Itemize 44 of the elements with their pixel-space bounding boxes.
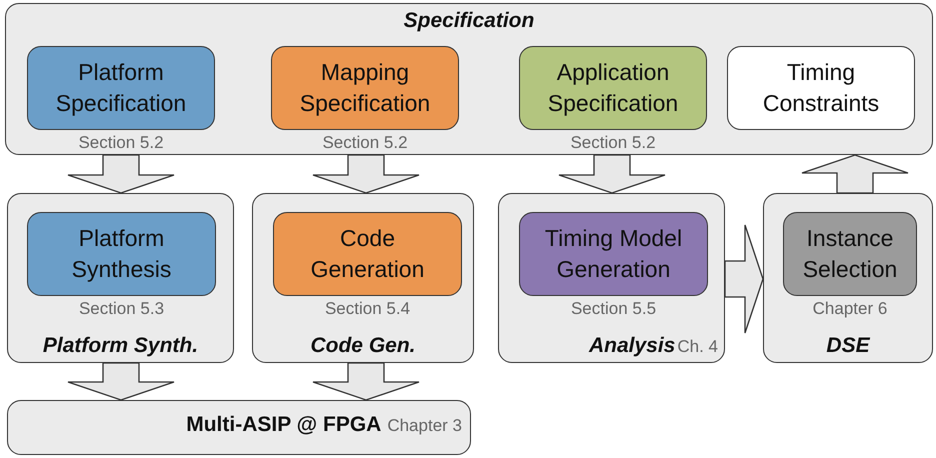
- group-panel: [252, 193, 474, 363]
- group-panel: [498, 193, 725, 363]
- box-label: Platform Specification: [54, 58, 188, 118]
- block-arrow: [67, 362, 175, 401]
- section-reference: Chapter 6: [812, 299, 888, 319]
- box-label: Instance Selection: [802, 224, 898, 284]
- box-label: Code Generation: [310, 224, 426, 284]
- group-title: Analysis: [588, 334, 676, 358]
- section-reference: Section 5.4: [324, 299, 412, 319]
- block-arrow: [312, 154, 420, 194]
- block-arrow: [724, 224, 764, 334]
- block-arrow: [801, 154, 909, 194]
- chapter-reference: Ch. 4: [677, 337, 718, 357]
- process-box: [783, 212, 917, 296]
- box-label: Timing Model Generation: [544, 224, 684, 284]
- group-panel: [763, 193, 933, 363]
- section-reference: Section 5.2: [321, 133, 409, 153]
- group-title: Code Gen.: [309, 334, 416, 358]
- process-box: [519, 46, 707, 130]
- group-title: Specification: [402, 9, 536, 33]
- group-panel: [7, 193, 234, 363]
- group-title: DSE: [825, 334, 872, 358]
- box-label: Timing Constraints: [762, 58, 880, 118]
- process-box: [519, 212, 708, 296]
- box-label: Platform Synthesis: [70, 224, 172, 284]
- block-arrow: [67, 154, 175, 194]
- target-panel: [7, 400, 471, 455]
- section-reference: Section 5.3: [78, 299, 166, 319]
- section-reference: Section 5.2: [77, 133, 165, 153]
- process-box: [727, 46, 915, 130]
- group-title: Multi-ASIP @ FPGA: [186, 413, 382, 437]
- section-reference: Section 5.5: [570, 299, 658, 319]
- block-arrow: [312, 362, 420, 401]
- process-box: [273, 212, 462, 296]
- section-reference: Section 5.2: [569, 133, 657, 153]
- box-label: Mapping Specification: [298, 58, 432, 118]
- process-box: [27, 46, 215, 130]
- box-label: Application Specification: [546, 58, 680, 118]
- group-panel: [5, 3, 933, 155]
- process-box: [271, 46, 459, 130]
- chapter-reference: Chapter 3: [387, 416, 462, 436]
- process-box: [27, 212, 216, 296]
- group-title: Platform Synth.: [42, 334, 200, 358]
- block-arrow: [558, 154, 666, 194]
